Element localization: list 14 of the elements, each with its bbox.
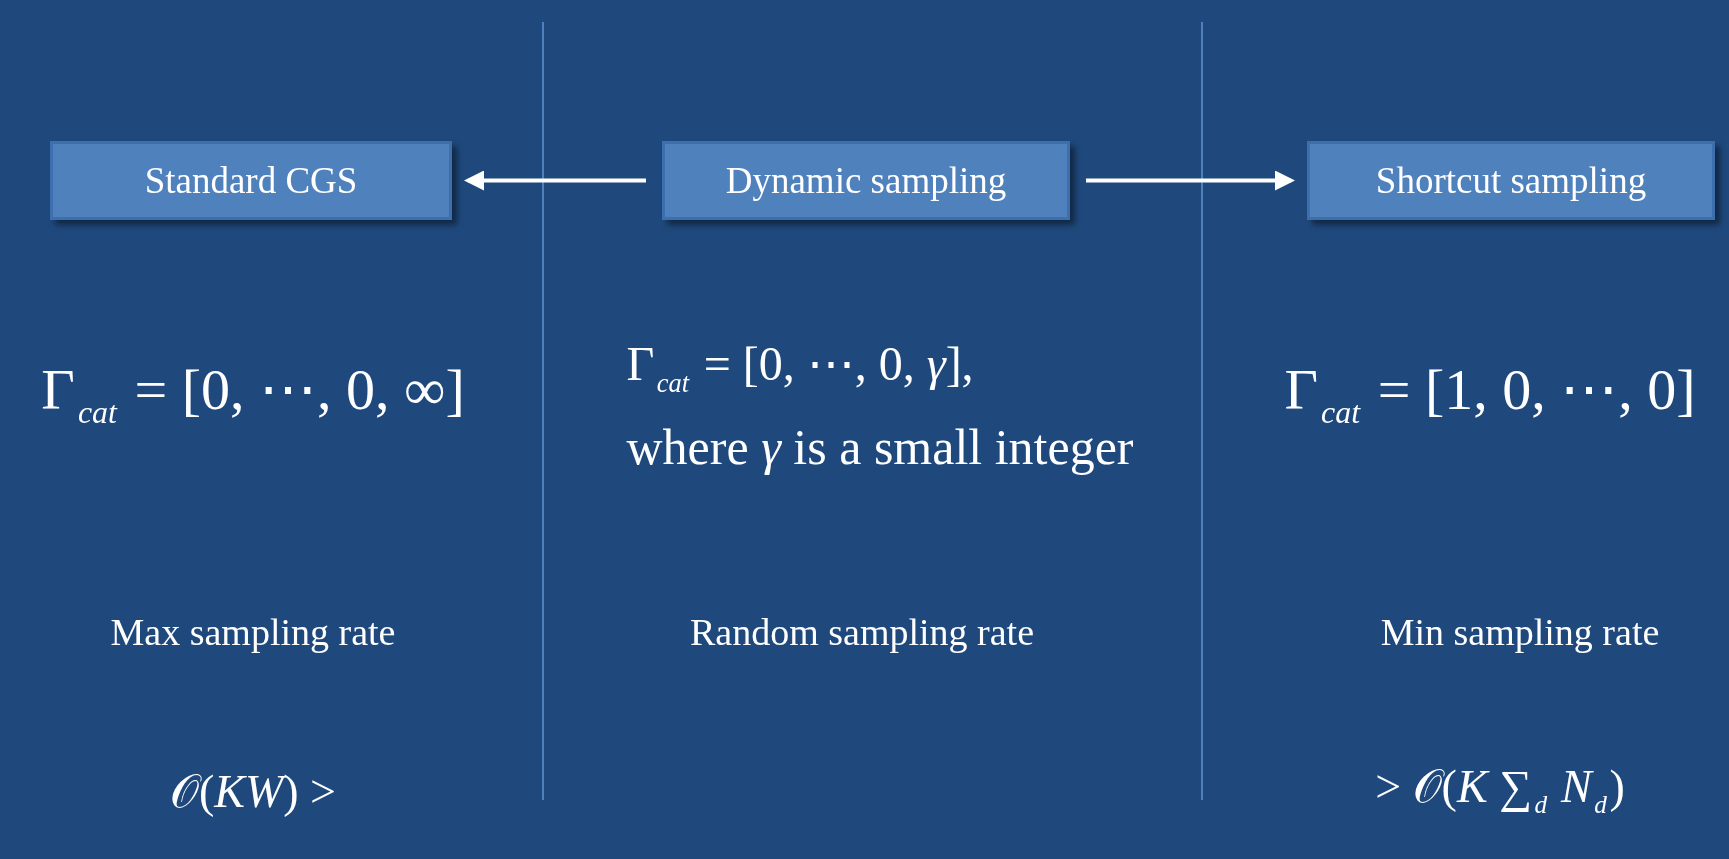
complexity-formula: > 𝒪(K ∑$_{d}$ N$_{d}$)	[1375, 760, 1625, 820]
caption-text: Max sampling rate	[110, 610, 396, 654]
arrow	[464, 170, 646, 191]
caption-text: Random sampling rate	[690, 610, 1034, 654]
arrow	[1086, 170, 1295, 191]
formula: Γ$_{cat}$ = [1, 0, ⋯, 0]	[1284, 356, 1696, 432]
process-box: Standard CGS	[50, 141, 452, 220]
formula: Γ$_{cat}$ = [0, ⋯, 0, γ],	[626, 336, 974, 399]
formula: Γ$_{cat}$ = [0, ⋯, 0, ∞]	[41, 356, 465, 432]
caption-text: Min sampling rate	[1380, 610, 1660, 654]
process-box: Dynamic sampling	[662, 141, 1070, 220]
process-box: Shortcut sampling	[1307, 141, 1715, 220]
complexity-formula: 𝒪(KW) >	[169, 765, 337, 819]
formula-note: where γ is a small integer	[626, 418, 1134, 476]
